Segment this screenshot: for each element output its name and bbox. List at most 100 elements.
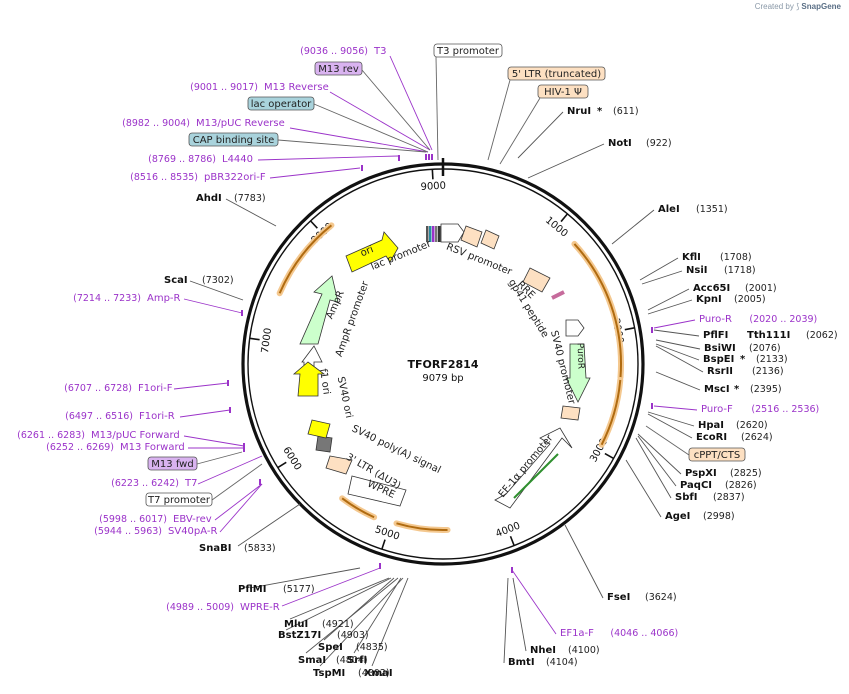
feature-box-t3-promoter[interactable]: T3 promoter xyxy=(433,43,503,58)
primer-ebv-rev[interactable]: EBV-rev(5998 .. 6017) xyxy=(99,514,212,525)
feature-box-bg xyxy=(688,447,746,462)
feature-box-cap-binding-site[interactable]: CAP binding site xyxy=(188,132,279,147)
primer-l4440[interactable]: L4440(8769 .. 8786) xyxy=(148,154,253,165)
primer-m13-puc-reverse[interactable]: M13/pUC Reverse(8982 .. 9004) xyxy=(122,118,285,129)
primer-site-mark xyxy=(229,407,231,413)
enzyme-site-bspei[interactable]: BspEI*(2133) xyxy=(703,354,788,365)
enzyme-site-nsii[interactable]: NsiI(1718) xyxy=(686,265,756,276)
enzyme-leader-line xyxy=(564,524,604,599)
enzyme-site-sbfi[interactable]: SbfI(2837) xyxy=(675,492,745,503)
enzyme-site-kfli[interactable]: KflI(1708) xyxy=(682,252,752,263)
primer-site-mark xyxy=(227,380,229,386)
enzyme-site-paqci[interactable]: PaqCI(2826) xyxy=(680,480,757,491)
enzyme-leader-line xyxy=(647,299,693,315)
enzyme-site-pflfi[interactable]: PflFI xyxy=(703,330,728,341)
enzyme-position: (4104) xyxy=(546,657,578,668)
enzyme-leader-line xyxy=(353,577,402,654)
feature-box-label: T3 promoter xyxy=(436,46,500,57)
primer-amp-r[interactable]: Amp-R(7214 .. 7233) xyxy=(73,293,180,304)
enzyme-site-acc65i[interactable]: Acc65I (2001) xyxy=(693,283,777,294)
enzyme-site-ecori[interactable]: EcoRI(2624) xyxy=(696,432,773,443)
enzyme-site-msci[interactable]: MscI*(2395) xyxy=(704,384,782,395)
feature-box-bg xyxy=(247,96,315,111)
enzyme-site-noti[interactable]: NotI(922) xyxy=(608,138,672,149)
gp41-peptide-mark xyxy=(551,290,565,300)
primer-ef1a-f[interactable]: EF1a-F(4046 .. 4066) xyxy=(560,628,678,639)
enzyme-site-agei[interactable]: AgeI(2998) xyxy=(665,511,735,522)
feature-box-bg xyxy=(433,43,503,58)
feature-box-m13-fwd[interactable]: M13 fwd xyxy=(147,456,198,471)
enzyme-name: KflI xyxy=(682,252,701,263)
enzyme-name: PaqCI xyxy=(680,480,712,491)
enzyme-site-srfi[interactable]: SrfI xyxy=(347,655,367,666)
feature-box-m13-rev[interactable]: M13 rev xyxy=(314,61,363,76)
enzyme-leader-line xyxy=(225,198,277,227)
primer-pbr322ori-f[interactable]: pBR322ori-F(8516 .. 8535) xyxy=(130,172,266,183)
primer-t3[interactable]: T3(9036 .. 9056) xyxy=(300,46,386,57)
primer-leader-line xyxy=(219,483,263,533)
tick-mark-2000 xyxy=(624,327,635,331)
enzyme-position: (2001) xyxy=(745,283,777,294)
enzyme-name: AhdI xyxy=(196,193,222,204)
primer-m13-puc-forward[interactable]: M13/pUC Forward(6261 .. 6283) xyxy=(17,430,180,441)
enzyme-site-scai[interactable]: ScaI(7302) xyxy=(164,275,234,286)
primer-f1ori-r[interactable]: F1ori-R(6497 .. 6516) xyxy=(65,411,175,422)
enzyme-site-spei[interactable]: SpeI(4835) xyxy=(318,642,388,653)
enzyme-site-tspmi[interactable]: TspMI(4802) xyxy=(313,668,390,679)
enzyme-site-nhei[interactable]: NheI(4100) xyxy=(530,645,600,656)
enzyme-leader-line xyxy=(655,345,704,373)
feature-box-lac-operator[interactable]: lac operator xyxy=(247,96,315,111)
enzyme-site-xmai[interactable]: XmaI xyxy=(364,668,393,679)
enzyme-site-tth111i[interactable]: Tth111I(2062) xyxy=(747,330,838,341)
enzyme-site-bsiwi[interactable]: BsiWI(2076) xyxy=(704,343,781,354)
enzyme-site-fsei[interactable]: FseI(3624) xyxy=(607,592,677,603)
enzyme-site-hpai[interactable]: HpaI(2620) xyxy=(698,420,768,431)
enzyme-name: FseI xyxy=(607,592,630,603)
primer-m13-forward[interactable]: M13 Forward(6252 .. 6269) xyxy=(46,442,185,453)
enzyme-site-mlui[interactable]: MluI(4921) xyxy=(284,619,354,630)
primer-f1ori-f[interactable]: F1ori-F(6707 .. 6728) xyxy=(64,383,173,394)
enzyme-name: BspEI xyxy=(703,354,734,365)
enzyme-name: NsiI xyxy=(686,265,707,276)
primer-position: (8769 .. 8786) xyxy=(148,154,216,165)
tick-label-5000: 5000 xyxy=(373,524,401,542)
primer-leader-line xyxy=(183,298,243,314)
lac-region-stripe xyxy=(426,226,429,242)
enzyme-site-alei[interactable]: AleI(1351) xyxy=(658,204,728,215)
enzyme-name: Acc65I xyxy=(693,283,730,294)
primer-puro-r[interactable]: Puro-R(2020 .. 2039) xyxy=(699,314,817,325)
enzyme-site-bmti[interactable]: BmtI(4104) xyxy=(508,657,578,668)
feature-box-cppt-cts[interactable]: cPPT/CTS xyxy=(688,447,746,462)
feature-box-label: lac operator xyxy=(251,99,312,110)
enzyme-site-snabi[interactable]: SnaBI(5833) xyxy=(199,543,276,554)
lac-region-stripe xyxy=(435,226,438,242)
primer-m13-reverse[interactable]: M13 Reverse(9001 .. 9017) xyxy=(190,82,329,93)
enzyme-position: (611) xyxy=(613,106,639,117)
sv40-ori-block xyxy=(307,419,331,439)
enzyme-site-pspxi[interactable]: PspXI(2825) xyxy=(685,468,762,479)
primer-sv40pa-r[interactable]: SV40pA-R(5944 .. 5963) xyxy=(94,526,217,537)
enzyme-site-kpni[interactable]: KpnI(2005) xyxy=(696,294,766,305)
enzyme-site-nrui[interactable]: NruI*(611) xyxy=(567,106,639,117)
feature-box-t7-promoter[interactable]: T7 promoter xyxy=(145,492,213,507)
enzyme-site-bstz17i[interactable]: BstZ17I(4903) xyxy=(278,630,369,641)
primer-t7[interactable]: T7(6223 .. 6242) xyxy=(111,478,197,489)
enzyme-site-smai[interactable]: SmaI(4804) xyxy=(298,655,368,666)
enzyme-site-rsrii[interactable]: RsrII(2136) xyxy=(707,366,784,377)
primer-wpre-r[interactable]: WPRE-R(4989 .. 5009) xyxy=(166,602,280,613)
primer-puro-f[interactable]: Puro-F(2516 .. 2536) xyxy=(701,404,819,415)
enzyme-site-ahdi[interactable]: AhdI(7783) xyxy=(196,193,266,204)
orf-arcs xyxy=(276,222,624,533)
primer-site-mark xyxy=(431,154,433,160)
primer-position: (6497 .. 6516) xyxy=(65,411,133,422)
primer-name: EBV-rev xyxy=(173,514,212,525)
primer-leader-line xyxy=(179,409,231,418)
enzyme-leader-line xyxy=(527,143,605,179)
enzyme-position: (2136) xyxy=(752,366,784,377)
enzyme-site-pflmi[interactable]: PflMI(5177) xyxy=(238,584,315,595)
feature-box-5-ltr-truncated-[interactable]: 5' LTR (truncated) xyxy=(507,66,606,81)
feature-box-hiv-1-[interactable]: HIV-1 Ψ xyxy=(537,84,589,99)
plasmid-name: TFORF2814 xyxy=(408,358,479,371)
feature-box-label: M13 rev xyxy=(318,64,359,75)
